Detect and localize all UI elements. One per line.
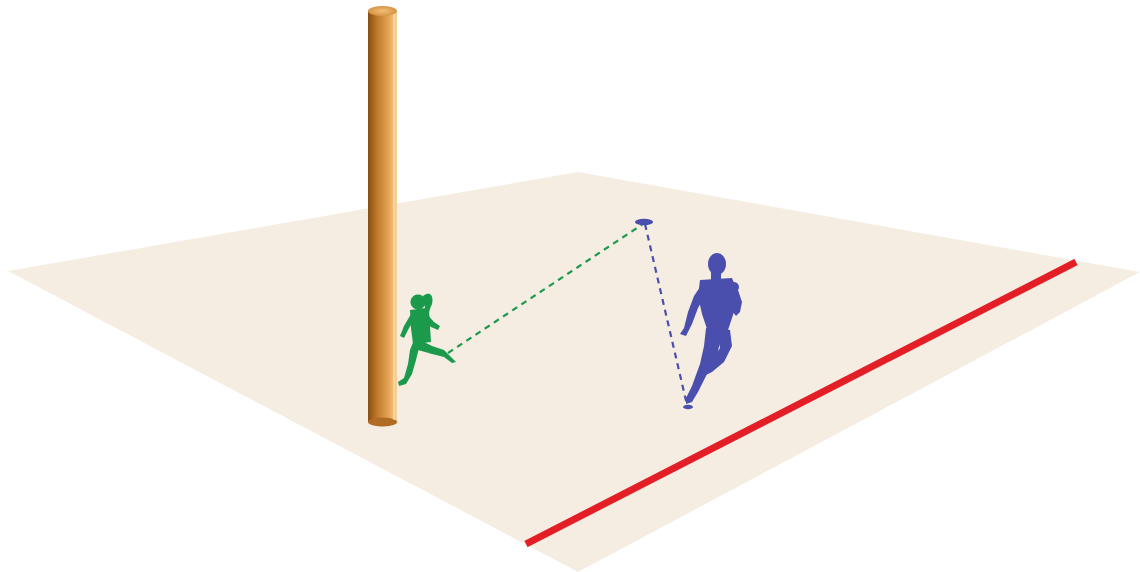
pole-body — [368, 11, 397, 422]
runner-head — [708, 253, 726, 275]
ground-plane — [8, 172, 1140, 572]
pole-bottom — [368, 418, 397, 427]
wooden-pole — [368, 6, 397, 427]
cone-marker — [635, 219, 653, 225]
runner-foot-marker — [683, 405, 693, 409]
runner-fist-right — [729, 282, 739, 292]
pole-top — [368, 6, 397, 16]
